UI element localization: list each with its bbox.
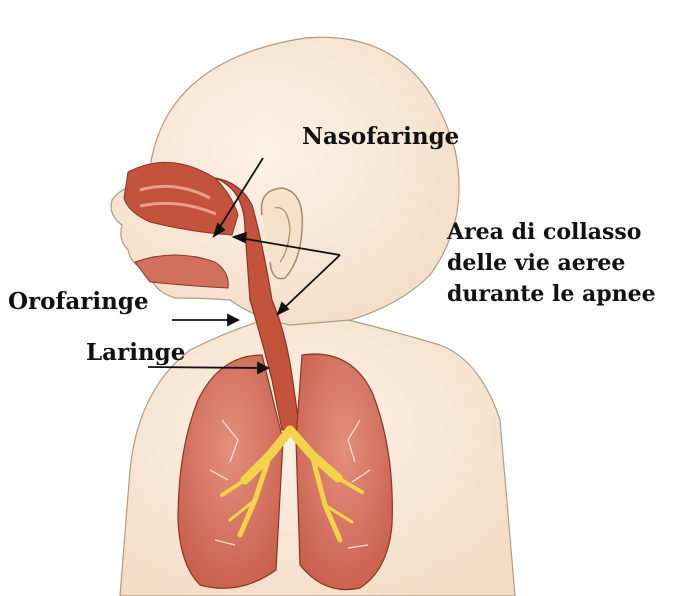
label-larynx: Laringe [86, 337, 185, 368]
collapse-area-line-3: durante le apnee [447, 279, 656, 310]
collapse-area-line-1: Area di collasso [447, 217, 656, 248]
label-collapse-area: Area di collasso delle vie aeree durante… [447, 217, 656, 310]
collapse-area-line-2: delle vie aeree [447, 248, 656, 279]
label-oropharynx: Orofaringe [8, 286, 149, 317]
label-nasopharynx: Nasofaringe [302, 121, 459, 152]
